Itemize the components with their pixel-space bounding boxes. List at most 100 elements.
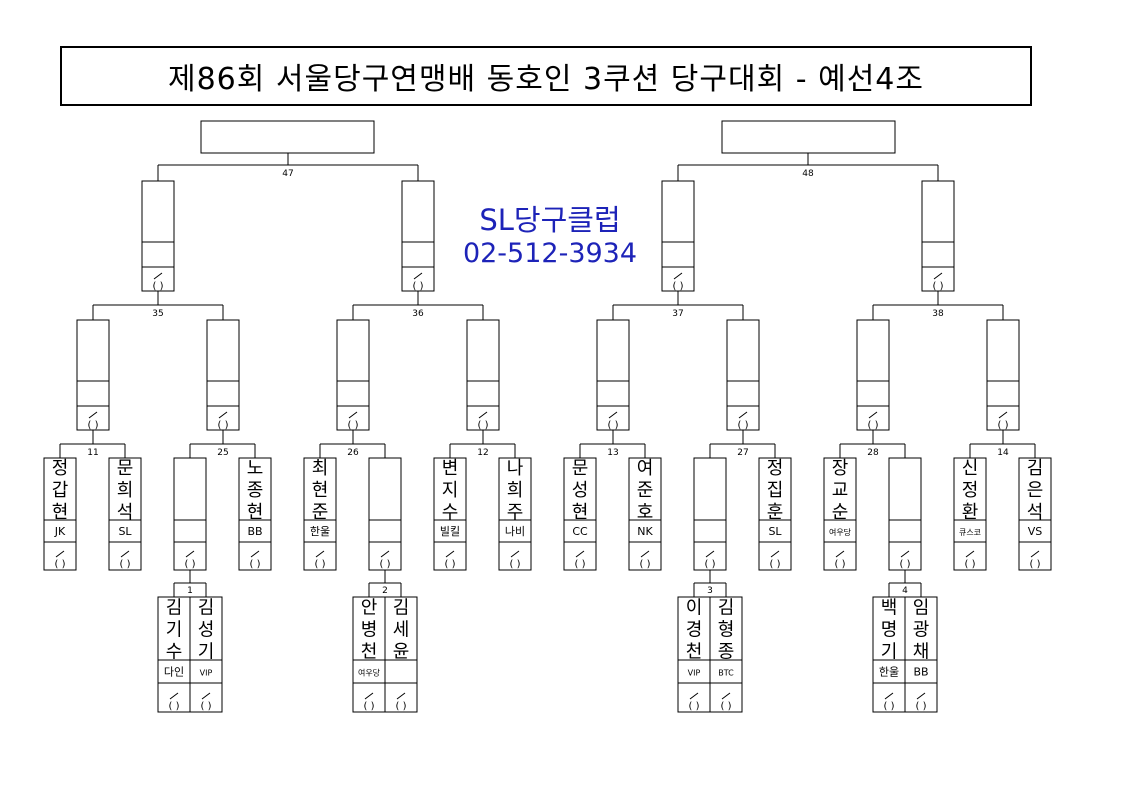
score-slot: ( ) bbox=[916, 701, 927, 712]
quarter-box-3 bbox=[336, 319, 370, 431]
match-number-28: 28 bbox=[867, 448, 879, 458]
winner-box-right bbox=[721, 120, 896, 154]
player-card bbox=[303, 457, 337, 571]
score-slot: ( ) bbox=[201, 701, 212, 712]
slot-slash bbox=[510, 550, 520, 558]
score-slot: ( ) bbox=[120, 559, 131, 570]
slot-slash bbox=[218, 411, 228, 419]
slot-slash bbox=[575, 550, 585, 558]
slot-slash bbox=[348, 411, 358, 419]
player-card bbox=[953, 457, 987, 571]
score-slot: ( ) bbox=[510, 559, 521, 570]
player-card bbox=[498, 457, 532, 571]
player-club: 여우당 bbox=[358, 668, 381, 678]
slot-slash bbox=[705, 550, 715, 558]
score-slot: ( ) bbox=[55, 559, 66, 570]
player-club: 나비 bbox=[505, 525, 525, 538]
slot-slash bbox=[250, 550, 260, 558]
score-slot: ( ) bbox=[998, 420, 1009, 431]
slot-slash bbox=[55, 550, 65, 558]
score-slot: ( ) bbox=[575, 559, 586, 570]
score-slot: ( ) bbox=[153, 281, 164, 292]
quarter-box-1 bbox=[76, 319, 110, 431]
slot-slash bbox=[933, 272, 943, 280]
score-slot: ( ) bbox=[673, 281, 684, 292]
score-slot: ( ) bbox=[689, 701, 700, 712]
match-number-13: 13 bbox=[607, 448, 618, 458]
match-number-3: 3 bbox=[707, 586, 713, 596]
score-slot: ( ) bbox=[445, 559, 456, 570]
player-card bbox=[238, 457, 272, 571]
slot-slash bbox=[608, 411, 618, 419]
score-slot: ( ) bbox=[185, 559, 196, 570]
quarter-box-2 bbox=[206, 319, 240, 431]
slot-slash bbox=[153, 272, 163, 280]
player-card bbox=[758, 457, 792, 571]
club-info: SL당구클럽 02-512-3934 bbox=[420, 203, 680, 271]
slot-slash bbox=[413, 272, 423, 280]
score-slot: ( ) bbox=[835, 559, 846, 570]
match-number-11: 11 bbox=[87, 448, 98, 458]
player-club: VIP bbox=[200, 669, 213, 678]
match-number-25: 25 bbox=[217, 448, 228, 458]
score-slot: ( ) bbox=[218, 420, 229, 431]
score-slot: ( ) bbox=[250, 559, 261, 570]
player-club: 큐스코 bbox=[959, 528, 981, 537]
score-slot: ( ) bbox=[608, 420, 619, 431]
player-club: VS bbox=[1028, 525, 1043, 538]
slot-slash bbox=[396, 692, 406, 700]
score-slot: ( ) bbox=[396, 701, 407, 712]
score-slot: ( ) bbox=[705, 559, 716, 570]
slot-slash bbox=[884, 692, 894, 700]
match-number-36: 36 bbox=[412, 309, 424, 319]
quarter-box-4 bbox=[466, 319, 500, 431]
slot-slash bbox=[120, 550, 130, 558]
player-card bbox=[563, 457, 597, 571]
player-card bbox=[384, 596, 418, 713]
score-slot: ( ) bbox=[900, 559, 911, 570]
player-card bbox=[888, 457, 922, 571]
slot-slash bbox=[315, 550, 325, 558]
player-card bbox=[43, 457, 77, 571]
score-slot: ( ) bbox=[640, 559, 651, 570]
score-slot: ( ) bbox=[315, 559, 326, 570]
slot-slash bbox=[88, 411, 98, 419]
slot-slash bbox=[380, 550, 390, 558]
score-slot: ( ) bbox=[364, 701, 375, 712]
quarter-box-6 bbox=[726, 319, 760, 431]
slot-slash bbox=[673, 272, 683, 280]
quarter-box-7 bbox=[856, 319, 890, 431]
player-club: BB bbox=[913, 666, 928, 679]
player-card bbox=[173, 457, 207, 571]
match-number-12: 12 bbox=[477, 448, 488, 458]
player-club: SL bbox=[118, 525, 132, 538]
match-number-48: 48 bbox=[802, 169, 814, 179]
match-number-1: 1 bbox=[187, 586, 193, 596]
player-card bbox=[433, 457, 467, 571]
slot-slash bbox=[640, 550, 650, 558]
player-club: CC bbox=[572, 525, 588, 538]
player-club: 한울 bbox=[879, 666, 899, 679]
score-slot: ( ) bbox=[413, 281, 424, 292]
slot-slash bbox=[185, 550, 195, 558]
player-club: 다인 bbox=[164, 666, 184, 679]
match-number-37: 37 bbox=[672, 309, 683, 319]
page-title: 제86회 서울당구연맹배 동호인 3쿠션 당구대회 - 예선4조 bbox=[168, 62, 924, 97]
match-number-47: 47 bbox=[282, 169, 293, 179]
match-number-27: 27 bbox=[737, 448, 748, 458]
slot-slash bbox=[835, 550, 845, 558]
score-slot: ( ) bbox=[1030, 559, 1041, 570]
score-slot: ( ) bbox=[721, 701, 732, 712]
club-name: SL당구클럽 bbox=[479, 203, 621, 237]
title-box: 제86회 서울당구연맹배 동호인 3쿠션 당구대회 - 예선4조 bbox=[60, 46, 1032, 106]
